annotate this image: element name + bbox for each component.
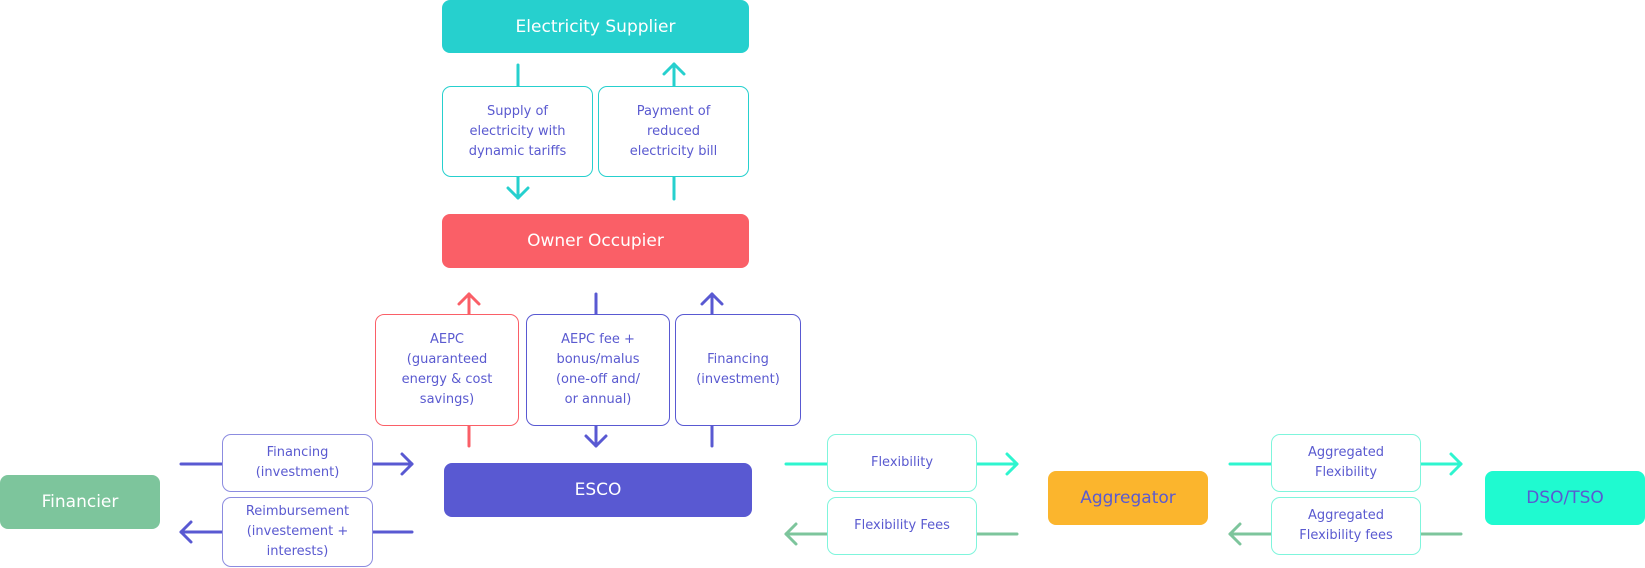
esco-node[interactable]: ESCO <box>444 463 752 517</box>
flow-flexibility-text: Flexibility <box>870 455 934 470</box>
flow-flexibility-box: Flexibility <box>827 434 977 492</box>
financier-node[interactable]: Financier <box>0 475 160 529</box>
flow-reimbursement-text: Reimbursement (investement + interests) <box>245 504 350 559</box>
flow-reimbursement-box: Reimbursement (investement + interests) <box>222 497 373 567</box>
flow-aepc-fee-box: AEPC fee + bonus/malus (one-off and/ or … <box>526 314 670 426</box>
flow-aepc-box: AEPC (guaranteed energy & cost savings) <box>375 314 519 426</box>
flow-flexibility-fees-box: Flexibility Fees <box>827 497 977 555</box>
aggregator-node[interactable]: Aggregator <box>1048 471 1208 525</box>
flow-aepc-fee-text: AEPC fee + bonus/malus (one-off and/ or … <box>555 332 641 407</box>
flow-agg-flexibility-text: Aggregated Flexibility <box>1307 445 1385 480</box>
aggregator-label: Aggregator <box>1080 488 1176 508</box>
arrow-aepc <box>457 292 481 448</box>
arrow-agg-flexibility <box>1228 452 1463 476</box>
arrow-aepc-fee <box>584 292 608 448</box>
owner-occupier-node[interactable]: Owner Occupier <box>442 214 749 268</box>
arrow-supply <box>506 63 530 200</box>
flow-financing-esco-text: Financing (investment) <box>255 445 340 480</box>
flow-payment-text: Payment of reduced electricity bill <box>629 103 718 159</box>
dso-tso-node[interactable]: DSO/TSO <box>1485 471 1645 525</box>
arrow-financing-esco <box>179 452 414 476</box>
dso-tso-label: DSO/TSO <box>1526 488 1604 508</box>
flow-supply-text: Supply of electricity with dynamic tarif… <box>468 103 567 159</box>
flow-financing-owner-box: Financing (investment) <box>675 314 801 426</box>
flow-financing-owner-text: Financing (investment) <box>696 352 780 387</box>
flow-payment-box: Payment of reduced electricity bill <box>598 86 749 177</box>
arrow-agg-flexibility-fees <box>1228 522 1463 546</box>
flow-agg-flexibility-box: Aggregated Flexibility <box>1271 434 1421 492</box>
flow-financing-esco-box: Financing (investment) <box>222 434 373 492</box>
electricity-supplier-label: Electricity Supplier <box>515 16 676 37</box>
arrow-reimbursement <box>179 520 414 544</box>
esco-label: ESCO <box>574 480 622 500</box>
financier-label: Financier <box>41 492 119 512</box>
owner-occupier-label: Owner Occupier <box>527 231 664 251</box>
arrow-flexibility <box>784 452 1019 476</box>
arrow-flexibility-fees <box>784 522 1019 546</box>
flow-agg-flexibility-fees-box: Aggregated Flexibility fees <box>1271 497 1421 555</box>
electricity-supplier-node[interactable]: Electricity Supplier <box>442 0 749 53</box>
arrow-financing-owner <box>700 292 724 448</box>
flow-agg-flexibility-fees-text: Aggregated Flexibility fees <box>1299 508 1393 543</box>
flow-aepc-text: AEPC (guaranteed energy & cost savings) <box>401 332 493 407</box>
arrow-payment <box>662 62 686 201</box>
flow-flexibility-fees-text: Flexibility Fees <box>854 518 950 533</box>
flow-supply-box: Supply of electricity with dynamic tarif… <box>442 86 593 177</box>
